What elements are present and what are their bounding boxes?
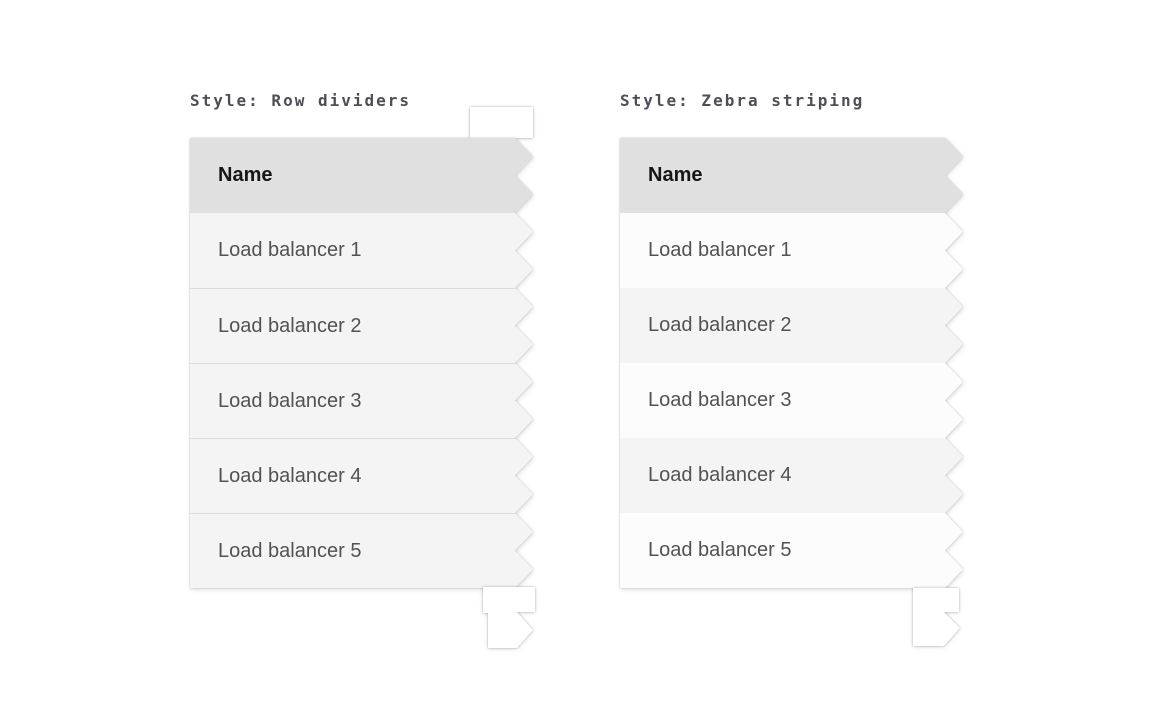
table-cell: Load balancer 4 — [218, 464, 362, 487]
table-cell: Load balancer 3 — [218, 389, 362, 412]
table-row: Load balancer 2 — [620, 288, 963, 363]
table-cell: Load balancer 5 — [218, 539, 362, 562]
table-row: Load balancer 5 — [190, 513, 533, 588]
table-row: Load balancer 4 — [620, 438, 963, 513]
torn-paper-fragment-top-right — [470, 107, 533, 138]
table-row-dividers-wrap: Name Load balancer 1 Load balancer 2 Loa… — [190, 138, 533, 588]
table-cell: Load balancer 5 — [648, 539, 792, 561]
table-header-row: Name — [190, 138, 533, 213]
column-header-name: Name — [648, 164, 703, 186]
table-row: Load balancer 3 — [190, 363, 533, 438]
column-header-name: Name — [218, 164, 273, 186]
table-header-row: Name — [620, 138, 963, 213]
table-cell: Load balancer 2 — [218, 314, 362, 337]
data-table-row-dividers: Name Load balancer 1 Load balancer 2 Loa… — [190, 138, 533, 588]
table-row: Load balancer 4 — [190, 438, 533, 513]
table-row: Load balancer 1 — [620, 213, 963, 288]
table-cell: Load balancer 2 — [648, 314, 792, 336]
torn-paper-fragment-bottom-left-table — [483, 587, 535, 649]
table-cell: Load balancer 3 — [648, 389, 792, 411]
panel-title-zebra-striping: Style: Zebra striping — [620, 91, 865, 110]
table-row: Load balancer 1 — [190, 213, 533, 288]
data-table-zebra-striping: Name Load balancer 1 Load balancer 2 Loa… — [620, 138, 963, 588]
table-zebra-striping-wrap: Name Load balancer 1 Load balancer 2 Loa… — [620, 138, 963, 588]
torn-paper-shape — [913, 588, 960, 646]
table-row: Load balancer 3 — [620, 363, 963, 438]
torn-paper-fragment-bottom-right-table — [913, 588, 961, 646]
torn-paper-shape — [470, 107, 533, 138]
table-cell: Load balancer 1 — [218, 239, 362, 261]
table-cell: Load balancer 4 — [648, 464, 792, 486]
panel-title-row-dividers: Style: Row dividers — [190, 91, 412, 110]
table-row: Load balancer 5 — [620, 513, 963, 588]
torn-paper-shape — [483, 587, 535, 648]
table-row: Load balancer 2 — [190, 288, 533, 363]
table-cell: Load balancer 1 — [648, 239, 792, 261]
